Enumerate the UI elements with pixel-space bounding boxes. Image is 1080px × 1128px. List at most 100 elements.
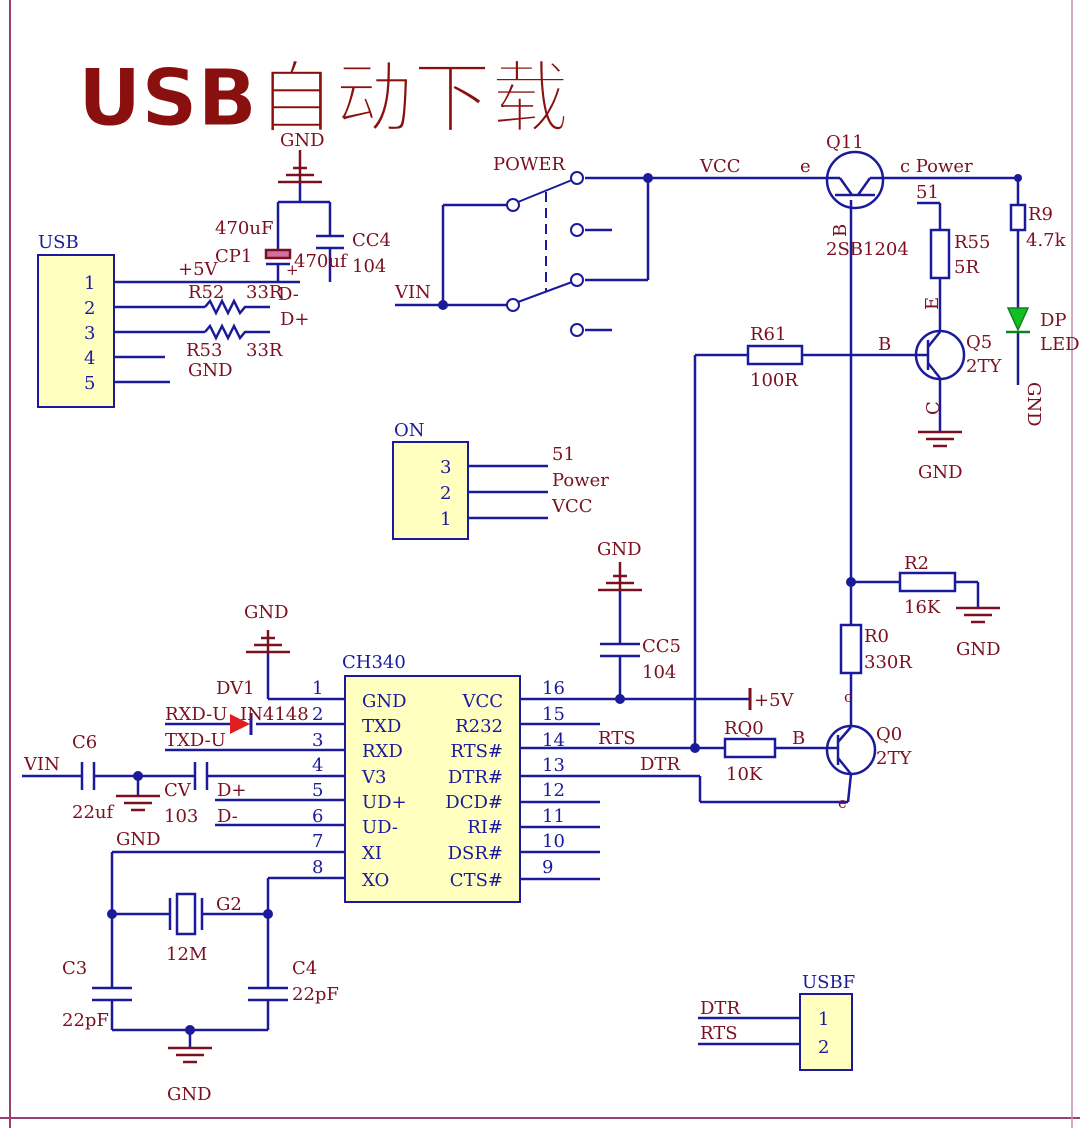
c6-gnd-label: GND [116,829,161,850]
ch340-pin-10: 10 [542,831,565,852]
usbf-pin-1: 1 [818,1009,829,1030]
on-connector [392,441,469,540]
txd-u-label: TXD-U [165,730,226,751]
ch340-name-v3: V3 [361,767,386,788]
ch340-pin-5: 5 [312,780,323,801]
on-pin-1: 1 [440,509,451,530]
on-ref-label: ON [394,420,425,441]
ch340-pin-6: 6 [312,806,323,827]
in4148-label: IN4148 [240,704,309,725]
cp1-plus-label: + [286,261,299,279]
usbf-connector [799,993,853,1071]
q11-transistor [820,150,890,210]
led-label: LED [1040,334,1080,355]
ch340-d-plus-label: D+ [217,780,247,801]
crystal-g2 [168,892,204,936]
usb-gnd-label: GND [188,360,233,381]
r53-label: R53 [186,340,222,361]
c6-value-label: 22uf [72,802,114,823]
ch340-pin-16: 16 [542,678,565,699]
usb-pin-1: 1 [84,273,95,294]
ch340-name-udm: UD- [362,817,398,838]
ch340-name-udp: UD+ [362,792,407,813]
vin-ch340-label: VIN [23,754,60,775]
cc5-gnd-label: GND [597,539,642,560]
ch340-name-cts: CTS# [450,870,503,891]
vin-switch-label: VIN [394,282,431,303]
q0-emitter-label: e [838,794,847,812]
on-net-power: Power [552,470,609,491]
rq0-value-label: 10K [726,764,763,785]
q5-label: Q5 [966,332,992,353]
ch340-name-rts: RTS# [450,741,503,762]
ch340-pin-15: 15 [542,704,565,725]
page-title: USB自动下载 [78,54,569,144]
usbf-net-dtr: DTR [700,998,740,1019]
q0-value-label: 2TY [876,748,912,769]
cp1-label: CP1 [215,246,252,267]
ch340-name-vcc: VCC [461,691,503,712]
q5-value-label: 2TY [966,356,1002,377]
resistors [204,203,1027,759]
ch340-name-gnd: GND [362,691,407,712]
d-minus-label: D- [278,284,299,305]
ch340-gnd-label: GND [244,602,289,623]
cv-value-label: 103 [164,806,198,827]
dtr-net-label: DTR [640,754,680,775]
dp-label: DP [1040,310,1067,331]
ch340-name-txd: TXD [362,716,401,737]
ch340-pin-8: 8 [312,857,323,878]
power-switch [506,171,584,337]
ch340-chip [344,675,521,903]
c4-label: C4 [292,958,317,979]
ch340-name-rxd: RXD [362,741,403,762]
usb-connector [37,254,115,408]
cv-label: CV [164,780,192,801]
cc5-value-label: 104 [642,662,676,683]
ch340-name-dsr: DSR# [448,843,503,864]
q0-base-label: B [792,728,805,749]
cp1-value-label: 470uF [215,218,273,239]
r52-value-label: 33R [246,282,283,303]
r52-label: R52 [188,282,224,303]
r2-gnd-label: GND [956,639,1001,660]
usb-pin-3: 3 [84,323,95,344]
r53-value-label: 33R [246,340,283,361]
r0-label: R0 [864,626,889,647]
usb-5v-label: +5V [178,259,219,280]
rxd-u-label: RXD-U [165,704,227,725]
r61-value-label: 100R [750,370,798,391]
g2-label: G2 [216,894,242,915]
ground-symbols [114,150,1002,1064]
rts-net-label: RTS [598,728,636,749]
cp1-value2-label: 470uf [294,251,348,272]
q5-gnd-label: GND [918,462,963,483]
ch340-name-dcd: DCD# [445,792,503,813]
usbf-pin-2: 2 [818,1037,829,1058]
q0-label: Q0 [876,724,902,745]
ch340-pin-1: 1 [312,678,323,699]
ch340-name-r232: R232 [455,716,503,737]
ch340-pin-12: 12 [542,780,565,801]
usb-pin-2: 2 [84,298,95,319]
cc4-label: CC4 [352,230,391,251]
q0-collector-label: c [844,688,852,706]
on-net-51: 51 [552,444,575,465]
q11-part-label: 2SB1204 [826,239,909,260]
r55-value-label: 5R [954,257,979,278]
c4-value-label: 22pF [292,984,339,1005]
r9-value-label: 4.7k [1026,230,1067,251]
ch340-d-minus-label: D- [217,806,238,827]
usbf-ref-label: USBF [802,972,855,993]
usb-pin-5: 5 [84,373,95,394]
gnd-label-cp1: GND [280,130,325,151]
q11-emitter-label: e [800,156,811,177]
vcc-net-label: VCC [699,156,741,177]
on-pin-2: 2 [440,483,451,504]
q11-label: Q11 [826,132,864,153]
on-net-vcc: VCC [551,496,593,517]
net-51-label: 51 [916,182,939,203]
r0-value-label: 330R [864,652,912,673]
power-switch-label: POWER [493,154,566,175]
